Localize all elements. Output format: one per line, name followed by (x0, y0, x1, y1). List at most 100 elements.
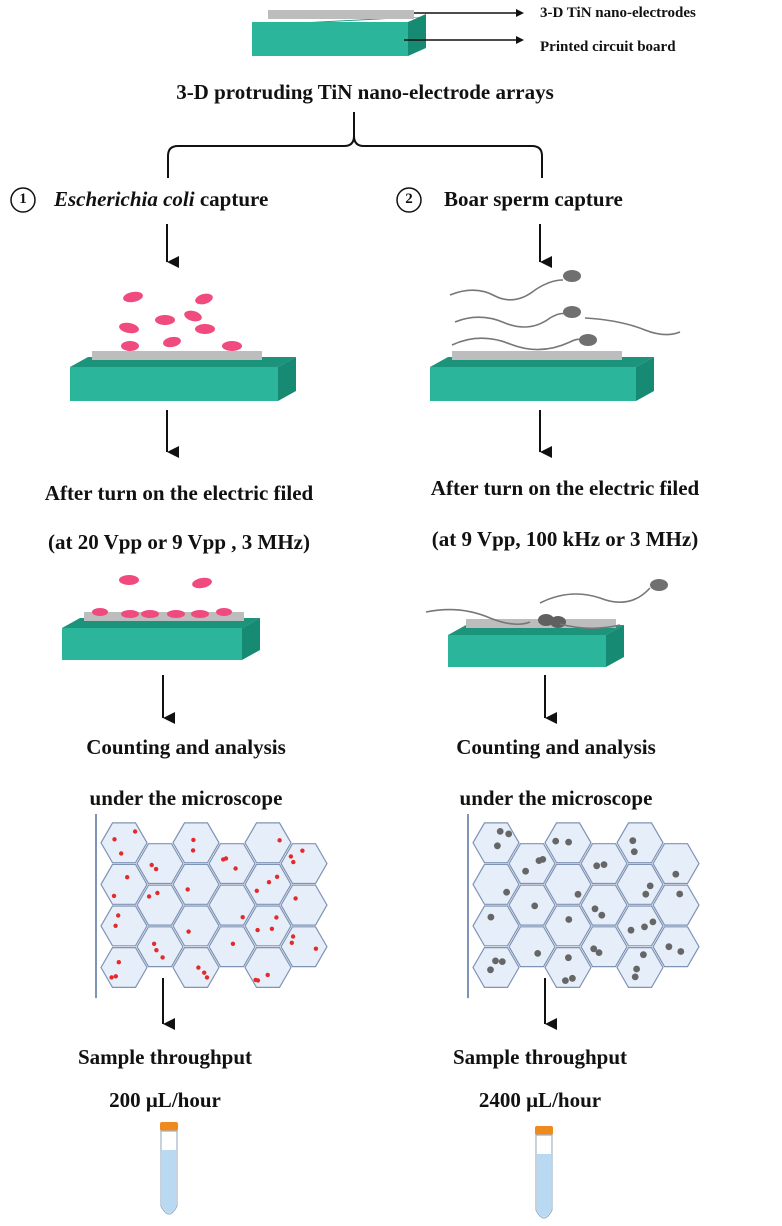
captured-cell-dot (202, 970, 207, 975)
captured-cell-dot (503, 888, 510, 896)
hex-cell (472, 863, 520, 905)
captured-cell-dot (289, 940, 294, 945)
hex-cell (244, 822, 292, 864)
captured-cell-dot (630, 848, 638, 856)
step-1-circle (10, 187, 36, 213)
hex-cell (244, 946, 292, 989)
captured-cell-dot (191, 837, 196, 843)
hex-cell (580, 926, 628, 968)
captured-cell-dot (146, 894, 152, 899)
captured-cell-dot (290, 934, 296, 939)
left-counting-line-2: under the microscope (89, 786, 283, 810)
captured-cell-dot (190, 848, 196, 853)
captured-cell-dot (591, 905, 599, 913)
captured-cell-dot (119, 851, 124, 856)
hex-cell (172, 863, 220, 905)
electrode-layer (92, 351, 262, 360)
left-board-before (70, 351, 296, 401)
captured-cell-dot (230, 941, 236, 946)
captured-cell-dot (204, 975, 210, 980)
captured-cell-dot (196, 965, 201, 970)
right-counting-line-1: Counting and analysis (456, 735, 656, 759)
captured-cell-dot (646, 882, 654, 890)
right-throughput-label: Sample throughput (452, 1045, 628, 1069)
right-heading: Boar sperm capture (444, 187, 623, 211)
captured-cell-dot (274, 915, 279, 920)
captured-cell-dot (113, 923, 118, 928)
hex-cell (472, 946, 520, 989)
hex-cell (208, 926, 256, 968)
captured-cell-dot (274, 874, 280, 879)
captured-cell-dot (111, 893, 117, 899)
sample-tube-right (535, 1126, 553, 1219)
hex-cell (616, 946, 664, 989)
captured-cell-dot (631, 973, 639, 981)
electrode-layer (84, 612, 244, 621)
left-throughput-value: 200 μL/hour (109, 1088, 221, 1112)
captured-cell-dot (565, 954, 572, 962)
step-2-number: 2 (405, 191, 413, 207)
left-throughput-label: Sample throughput (77, 1045, 253, 1069)
captured-cell-dot (534, 950, 542, 957)
captured-cell-dot (672, 870, 680, 878)
sperm-cells-free (449, 270, 681, 351)
hex-cell (172, 905, 220, 947)
nano-electrode-layer (268, 10, 414, 19)
captured-cell-dot (531, 902, 539, 910)
captured-cell-dot (233, 866, 238, 871)
captured-cell-dot (240, 915, 245, 920)
hex-cell (100, 822, 148, 864)
captured-cell-dot (595, 949, 603, 956)
hex-cell (544, 905, 592, 947)
captured-cell-dot (266, 880, 272, 885)
captured-cell-dot (535, 857, 543, 864)
board-front-face (252, 22, 408, 56)
hex-cell (616, 822, 664, 864)
hex-cell (244, 863, 292, 905)
hex-cell (280, 926, 328, 968)
captured-cell-dot (253, 977, 258, 983)
captured-cell-dot (113, 974, 119, 979)
hex-cell (616, 863, 664, 905)
captured-cell-dot (640, 951, 647, 959)
board-side-face (408, 14, 426, 56)
hex-cell (172, 946, 220, 989)
hex-cell (136, 884, 184, 926)
captured-cell-dot (116, 960, 122, 965)
captured-cell-dot (562, 977, 569, 984)
captured-cell-dot (593, 862, 601, 870)
captured-cell-dot (116, 913, 121, 918)
captured-cell-dot (255, 927, 260, 933)
captured-cell-dot (487, 966, 494, 974)
left-heading: Escherichia coli capture (54, 189, 268, 210)
captured-cell-dot (149, 862, 154, 868)
hex-cell (652, 926, 700, 968)
captured-cell-dot (160, 955, 165, 960)
hex-cell (544, 946, 592, 989)
step-1-number: 1 (19, 191, 27, 207)
hex-cell (508, 926, 556, 968)
hex-cell (100, 863, 148, 905)
left-heading-organism: Escherichia coli (54, 187, 195, 211)
hex-cell (472, 905, 520, 947)
captured-cell-dot (254, 888, 259, 893)
captured-cell-dot (125, 875, 130, 880)
captured-cell-dot (221, 857, 226, 862)
hex-cell (172, 822, 220, 864)
ecoli-cells-free (119, 291, 242, 351)
captured-cell-dot (487, 913, 495, 921)
electrode-layer (452, 351, 622, 360)
hex-cell (208, 843, 256, 885)
captured-cell-dot (665, 943, 673, 951)
microscope-field-sperm (467, 814, 700, 999)
hex-cell (280, 843, 328, 885)
top-circuit-board (252, 10, 426, 56)
hex-cell (508, 843, 556, 885)
captured-cell-dot (186, 929, 191, 934)
hex-cell (652, 843, 700, 885)
step-2-circle (396, 187, 422, 213)
label-printed-circuit-board: Printed circuit board (540, 39, 676, 55)
right-board-before (430, 351, 654, 401)
